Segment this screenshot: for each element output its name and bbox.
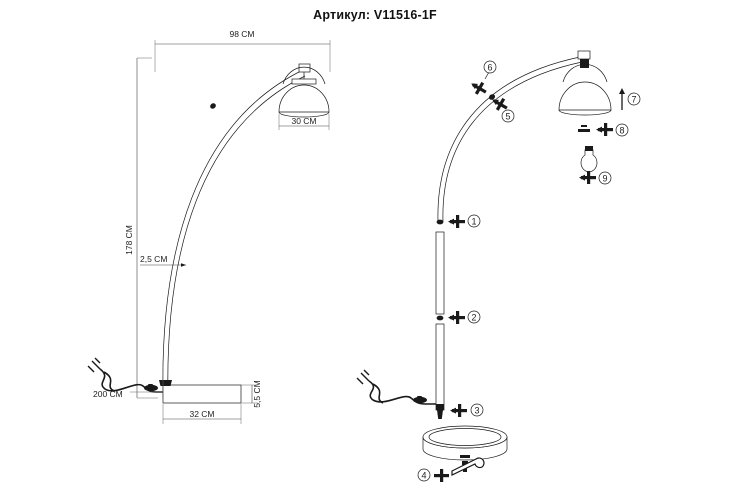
light-bulb-icon: [580, 146, 598, 173]
dimension-label-98cm: 98 CM: [229, 29, 254, 39]
dimension-label-200cm: 200 CM: [93, 389, 123, 399]
wrench-icon: [451, 457, 485, 476]
callout-1: 1: [448, 214, 481, 228]
dimension-label-5-5cm: 5,5 CM: [252, 380, 262, 407]
page-title: Артикул: V11516-1F: [313, 8, 437, 22]
screw-icon-8: [596, 123, 613, 136]
screw-icon-6: [471, 81, 487, 95]
arrow-icon-7: [619, 88, 625, 110]
callout-7: 7: [619, 88, 641, 110]
plug-icon-right: [356, 369, 370, 385]
callout-4: 4: [417, 468, 449, 482]
pole-segment-lower: [435, 323, 445, 419]
right-view-group: 1 2 3: [356, 50, 641, 482]
arc-pole: [162, 69, 306, 399]
shade-bracket: [298, 63, 311, 80]
callout-8: 8: [596, 123, 629, 137]
pole-segment-upper: [435, 231, 445, 321]
arc-pole-upper: [436, 56, 583, 225]
callout-number-7: 7: [631, 95, 636, 105]
left-view-group: 98 CM 178 CM 2,5 CM: [87, 29, 331, 424]
rectangular-base: [159, 380, 242, 404]
callout-2: 2: [448, 310, 481, 324]
shade-ring-part: [578, 125, 590, 132]
inline-switch-right: [413, 396, 427, 404]
dimension-98cm: 98 CM: [154, 29, 331, 72]
base-screw-stack: [460, 455, 470, 472]
shade-bracket-right: [577, 50, 591, 68]
callout-6: 6: [471, 60, 497, 95]
dimension-178cm: 178 CM: [124, 57, 158, 399]
screw-icon-1: [448, 215, 465, 228]
callout-9: 9: [579, 171, 612, 185]
inline-switch: [144, 384, 158, 392]
callout-number-3: 3: [474, 406, 479, 416]
dimension-32cm: 32 CM: [162, 404, 242, 424]
callout-3: 3: [450, 403, 484, 417]
callout-number-5: 5: [505, 112, 510, 122]
power-cord: [87, 357, 163, 393]
lamp-shade-right: [558, 63, 612, 116]
callout-number-1: 1: [471, 217, 476, 227]
dimension-200cm: 200 CM: [93, 366, 164, 399]
plug-icon: [87, 357, 101, 373]
dimension-label-178cm: 178 CM: [124, 225, 134, 255]
screw-icon-5: [492, 97, 508, 111]
screw-icon-4: [434, 469, 449, 482]
dimension-30cm: 30 CM: [278, 114, 330, 130]
screw-icon-3: [450, 404, 467, 417]
dimension-label-30cm: 30 CM: [291, 116, 316, 126]
power-cord-right: [356, 369, 436, 405]
callout-number-4: 4: [421, 471, 426, 481]
screw-icon-2: [448, 311, 465, 324]
screw-icon-9: [579, 171, 596, 184]
callout-number-9: 9: [602, 174, 607, 184]
dimension-label-32cm: 32 CM: [189, 409, 214, 419]
dimension-5-5cm: 5,5 CM: [241, 380, 262, 408]
callout-5: 5: [492, 97, 515, 123]
dimension-label-2-5cm: 2,5 CM: [140, 254, 167, 264]
callout-number-2: 2: [471, 313, 476, 323]
lamp-shade: [278, 66, 330, 118]
callout-number-8: 8: [619, 126, 624, 136]
callout-number-6: 6: [487, 63, 492, 73]
round-base: [422, 425, 508, 461]
